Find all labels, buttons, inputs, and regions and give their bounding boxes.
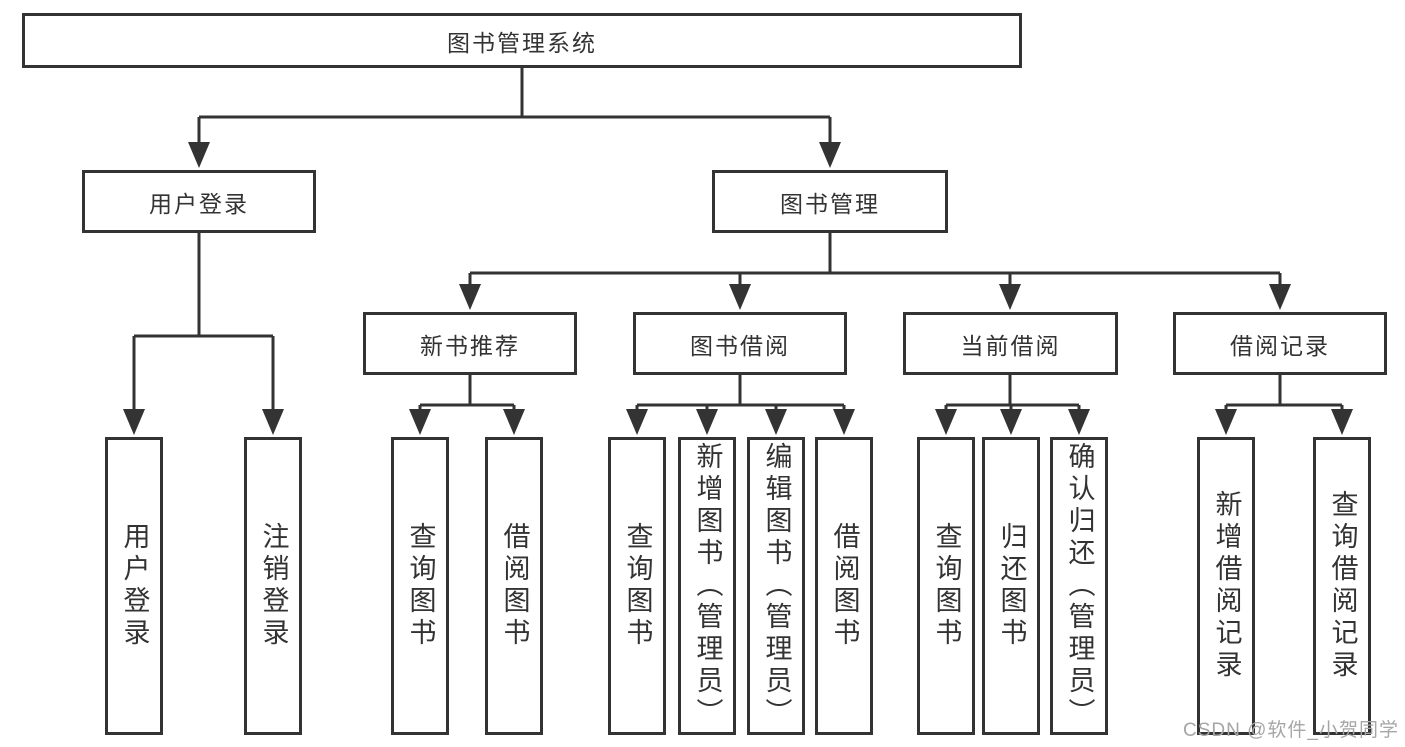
leaf-borrow-books: 借阅图书	[815, 437, 873, 735]
connector-sec0-leaves	[418, 375, 516, 412]
connector-mgmt-to-level3	[468, 233, 1282, 287]
arrowheads-sec2	[935, 409, 1090, 435]
node-book-borrowing: 图书借阅	[633, 312, 847, 375]
leaf-query-books-borrow: 查询图书	[608, 437, 666, 735]
leaf-label: 查询图书	[405, 522, 436, 650]
node-label: 图书管理系统	[447, 29, 597, 56]
node-new-book-recommendation: 新书推荐	[363, 312, 577, 375]
connector-sec2-leaves	[944, 375, 1081, 412]
leaf-label: 归还图书	[996, 522, 1027, 650]
leaf-label: 编辑图书（管理员）	[761, 442, 792, 730]
arrowheads-level2	[188, 142, 841, 168]
node-label: 图书管理	[780, 190, 880, 217]
node-borrowing-records: 借阅记录	[1173, 312, 1387, 375]
leaf-query-books-recommend: 查询图书	[391, 437, 449, 735]
arrowheads-level3	[459, 284, 1291, 310]
leaf-label: 借阅图书	[499, 522, 530, 650]
leaf-label: 新增借阅记录	[1211, 490, 1242, 682]
leaf-return-book: 归还图书	[982, 437, 1040, 735]
leaf-user-login: 用户登录	[105, 437, 163, 735]
leaf-edit-book-admin: 编辑图书（管理员）	[747, 437, 805, 735]
leaf-label: 查询图书	[931, 522, 962, 650]
leaf-label: 注销登录	[258, 522, 289, 650]
leaf-add-book-admin: 新增图书（管理员）	[678, 437, 736, 735]
leaf-label: 用户登录	[119, 522, 150, 650]
leaf-label: 新增图书（管理员）	[692, 442, 723, 730]
leaf-confirm-return-admin: 确认归还（管理员）	[1050, 437, 1108, 735]
node-label: 当前借阅	[960, 332, 1061, 359]
leaf-logout: 注销登录	[244, 437, 302, 735]
connector-root-to-level2	[197, 67, 832, 145]
node-library-management-system: 图书管理系统	[22, 13, 1022, 68]
leaf-label: 查询借阅记录	[1327, 490, 1358, 682]
connector-sec3-leaves	[1224, 375, 1344, 412]
node-current-borrowing: 当前借阅	[903, 312, 1118, 375]
leaf-label: 借阅图书	[829, 522, 860, 650]
leaf-add-borrow-record: 新增借阅记录	[1197, 437, 1255, 735]
node-label: 新书推荐	[420, 332, 520, 359]
leaf-borrow-books-recommend: 借阅图书	[485, 437, 543, 735]
leaf-label: 查询图书	[622, 522, 653, 650]
node-label: 用户登录	[149, 190, 249, 217]
csdn-watermark: CSDN @软件_小贺同学	[1183, 720, 1399, 741]
node-user-login: 用户登录	[82, 170, 316, 233]
node-label: 图书借阅	[690, 332, 790, 359]
connector-login-to-leaves	[132, 233, 275, 412]
connector-sec1-leaves	[635, 375, 846, 412]
arrowheads-login-leaves	[123, 409, 284, 435]
leaf-query-books-current: 查询图书	[917, 437, 975, 735]
node-label: 借阅记录	[1230, 332, 1330, 359]
leaf-query-borrow-record: 查询借阅记录	[1313, 437, 1371, 735]
arrowheads-sec1	[626, 409, 855, 435]
arrowheads-sec3	[1215, 409, 1353, 435]
arrowheads-sec0	[409, 409, 525, 435]
node-book-management: 图书管理	[712, 170, 948, 233]
leaf-label: 确认归还（管理员）	[1064, 442, 1095, 730]
